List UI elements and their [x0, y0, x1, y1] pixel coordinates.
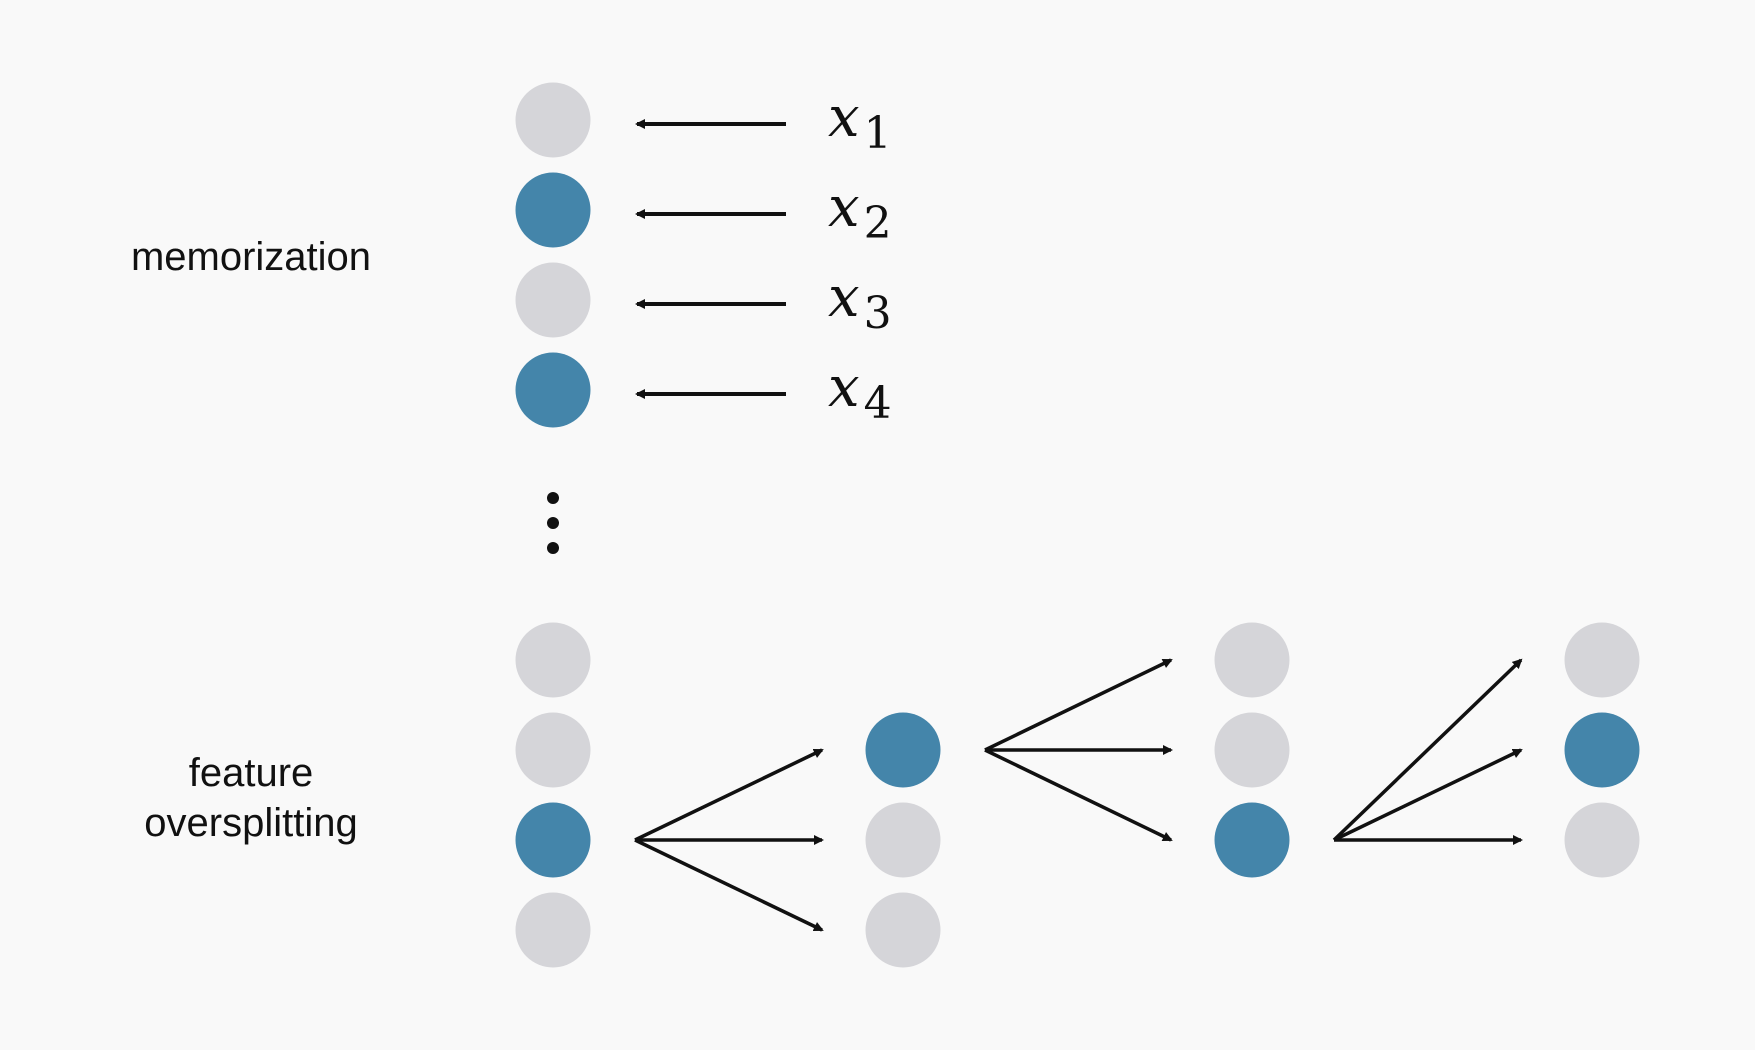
- split-arrow: [1332, 658, 1523, 842]
- active-node: [515, 802, 591, 878]
- inactive-node: [865, 892, 941, 968]
- input-label: x1: [828, 85, 892, 159]
- inactive-node: [515, 82, 591, 158]
- oversplitting-group: [515, 622, 1640, 968]
- active-node: [515, 172, 591, 248]
- input-label: x4: [828, 355, 892, 429]
- ellipsis-dot: [547, 492, 559, 504]
- inactive-node: [1214, 712, 1290, 788]
- split-arrow: [634, 838, 824, 932]
- memorization-group: x1 x2 x3 x4: [515, 82, 892, 429]
- inactive-node: [515, 622, 591, 698]
- inactive-node: [515, 262, 591, 338]
- ellipsis-dot: [547, 542, 559, 554]
- ellipsis-dot: [547, 517, 559, 529]
- input-label: x2: [828, 175, 892, 249]
- active-node: [865, 712, 941, 788]
- feature-label-line2: oversplitting: [144, 801, 358, 845]
- split-arrow: [634, 748, 824, 842]
- feature-oversplitting-label: feature oversplitting: [71, 748, 431, 848]
- split-arrow: [1333, 748, 1523, 842]
- active-node: [1214, 802, 1290, 878]
- inactive-node: [865, 802, 941, 878]
- memorization-label: memorization: [130, 235, 372, 279]
- feature-label-line1: feature: [188, 751, 314, 795]
- inactive-node: [1564, 802, 1640, 878]
- active-node: [1564, 712, 1640, 788]
- split-arrow: [984, 658, 1173, 752]
- inactive-node: [515, 712, 591, 788]
- active-node: [515, 352, 591, 428]
- inactive-node: [1214, 622, 1290, 698]
- split-arrow: [984, 748, 1173, 842]
- inactive-node: [1564, 622, 1640, 698]
- ellipsis: [547, 492, 559, 554]
- input-label: x3: [828, 265, 892, 339]
- inactive-node: [515, 892, 591, 968]
